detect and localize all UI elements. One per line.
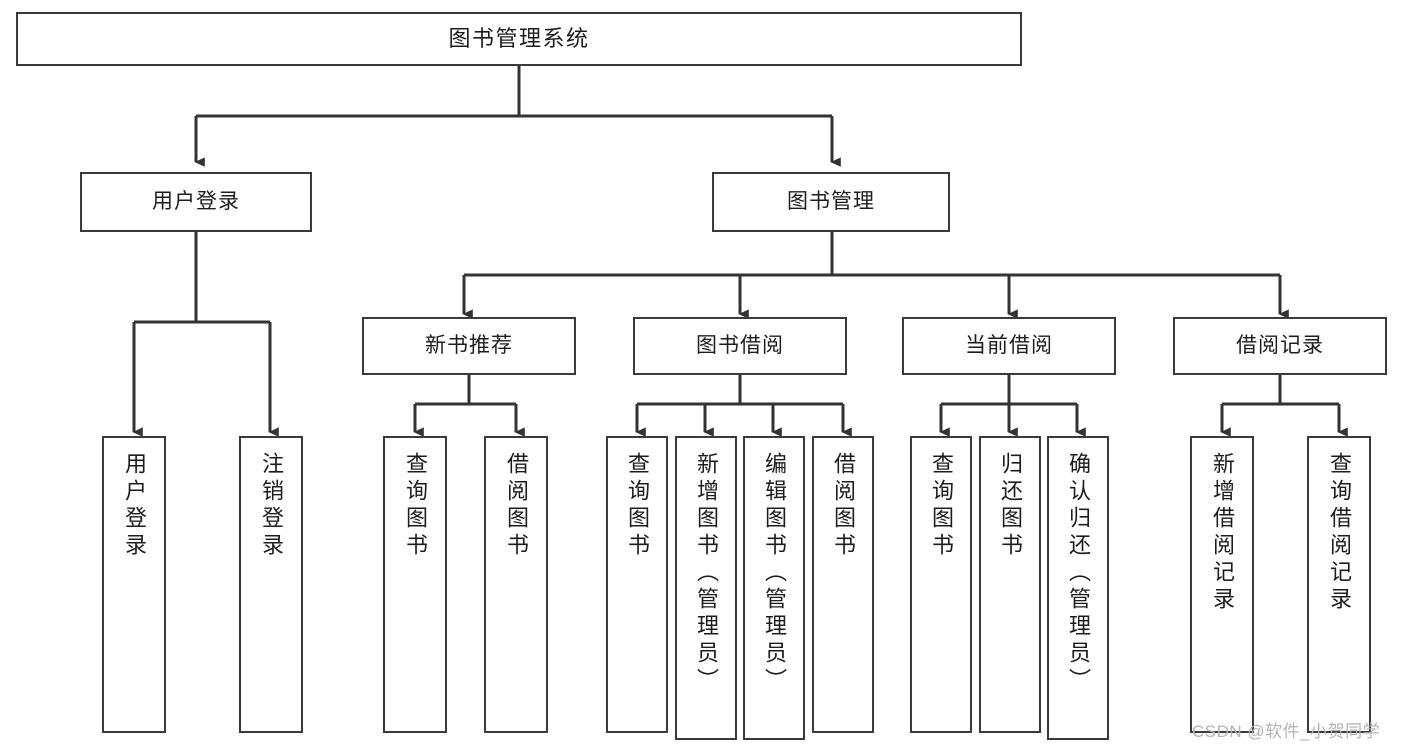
node-user-login[interactable]: 用户登录 [80,172,312,232]
node-label: 新增借阅记录 [1210,452,1235,614]
leaf-borrow-edit-book-admin[interactable]: 编辑图书（管理员） [743,436,805,740]
node-new-book-recommend[interactable]: 新书推荐 [362,317,576,375]
leaf-record-query-record[interactable]: 查询借阅记录 [1307,436,1371,733]
leaf-current-query-book[interactable]: 查询图书 [910,436,972,733]
node-label: 用户登录 [152,189,240,213]
watermark-text: CSDN @软件_小贺同学 [1192,722,1381,741]
node-borrow-record[interactable]: 借阅记录 [1173,317,1387,375]
node-label: 查询图书 [625,452,650,560]
leaf-newbook-borrow-book[interactable]: 借阅图书 [484,436,548,733]
node-label: 查询借阅记录 [1327,452,1352,614]
node-label: 借阅图书 [831,452,856,560]
node-label: 图书管理 [787,189,875,213]
node-label: 查询图书 [929,452,954,560]
node-label: 用户登录 [122,452,147,560]
node-label: 当前借阅 [965,333,1053,357]
node-label: 确认归还（管理员） [1066,452,1091,695]
leaf-record-add-record[interactable]: 新增借阅记录 [1190,436,1254,733]
node-label: 图书管理系统 [448,25,590,51]
node-label: 查询图书 [403,452,428,560]
leaf-borrow-borrow-book[interactable]: 借阅图书 [812,436,874,733]
leaf-current-confirm-return-admin[interactable]: 确认归还（管理员） [1047,436,1109,740]
leaf-borrow-add-book-admin[interactable]: 新增图书（管理员） [675,436,737,740]
node-label: 新书推荐 [425,333,513,357]
node-book-borrow[interactable]: 图书借阅 [633,317,847,375]
leaf-newbook-query-book[interactable]: 查询图书 [383,436,447,733]
node-root-system[interactable]: 图书管理系统 [16,12,1022,66]
node-current-borrow[interactable]: 当前借阅 [902,317,1116,375]
node-label: 编辑图书（管理员） [762,452,787,695]
leaf-borrow-query-book[interactable]: 查询图书 [606,436,668,733]
node-label: 借阅记录 [1236,333,1324,357]
node-label: 注销登录 [259,452,284,560]
leaf-user-login[interactable]: 用户登录 [102,436,166,733]
node-label: 新增图书（管理员） [694,452,719,695]
leaf-logout[interactable]: 注销登录 [239,436,303,733]
leaf-current-return-book[interactable]: 归还图书 [979,436,1041,733]
node-label: 归还图书 [998,452,1023,560]
node-label: 图书借阅 [696,333,784,357]
node-book-management[interactable]: 图书管理 [712,172,950,232]
node-label: 借阅图书 [504,452,529,560]
